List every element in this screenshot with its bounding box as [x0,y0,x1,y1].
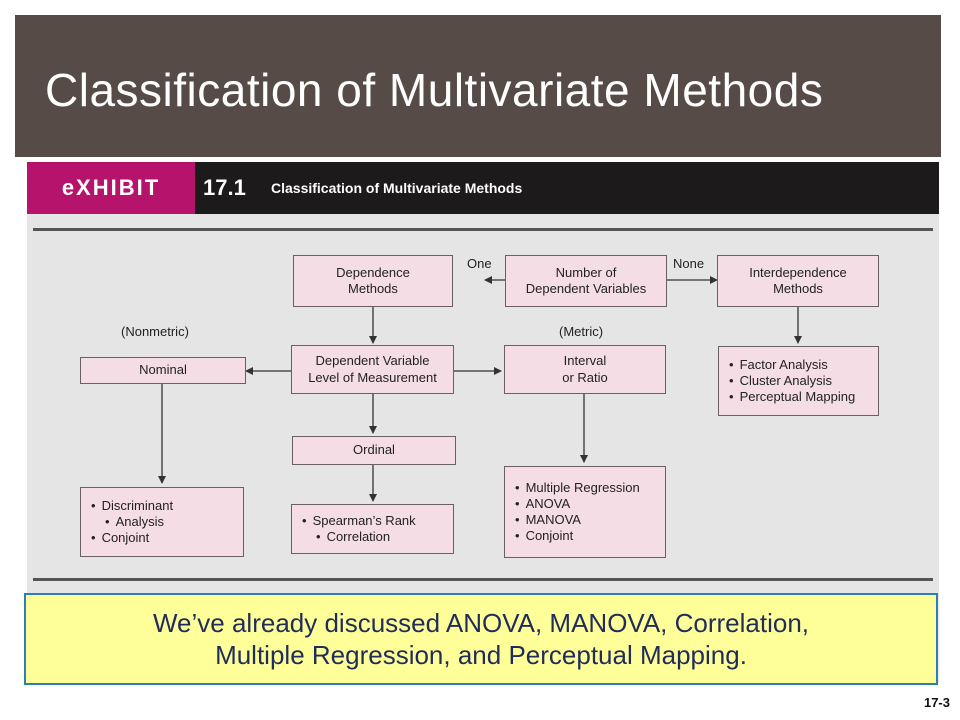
flow-connectors [158,276,802,502]
node-interval-line1: Interval [563,353,607,369]
node-interdependence-line2: Methods [773,281,823,296]
node-interdependence-line1: Interdependence [749,264,847,280]
list-item: Discriminant [91,498,174,514]
list-item: Perceptual Mapping [729,389,856,405]
list-item: Conjoint [515,528,640,544]
node-nominal-techniques: Discriminant Analysis Conjoint [80,487,244,557]
edge-label-one: One [467,256,492,271]
list-item: ANOVA [515,496,640,512]
node-metric-techniques: Multiple Regression ANOVA MANOVA Conjoin… [504,466,666,558]
list-item: Analysis [91,514,173,530]
exhibit-header: eXHIBIT 17.1 Classification of Multivari… [27,162,939,214]
list-item: MANOVA [515,512,640,528]
node-level-line1: Dependent Variable [315,353,430,369]
node-dependence-line1: Dependence [336,264,410,280]
list-item-continuation: Correlation [326,529,391,544]
node-number-line2: Dependent Variables [525,281,647,296]
node-number-line1: Number of [555,264,617,280]
label-nonmetric: (Nonmetric) [121,324,189,339]
list-item: Multiple Regression [515,480,640,496]
node-ordinal-label: Ordinal [353,442,395,458]
list-item: Spearman’s Rank [302,513,416,529]
exhibit-tag: eXHIBIT [27,162,195,214]
list-item: Factor Analysis [729,357,855,373]
node-level-line2: Level of Measurement [308,369,437,385]
divider-top [33,228,933,231]
node-ordinal-techniques: Spearman’s Rank Correlation [291,504,454,554]
exhibit-caption: Classification of Multivariate Methods [271,180,523,196]
list-item: Cluster Analysis [729,373,855,389]
node-ordinal: Ordinal [292,436,456,465]
node-interdependence-techniques: Factor Analysis Cluster Analysis Percept… [718,346,879,416]
callout-line-1: We’ve already discussed ANOVA, MANOVA, C… [152,607,810,638]
callout-banner: We’ve already discussed ANOVA, MANOVA, C… [24,593,938,685]
node-nominal-label: Nominal [139,362,187,378]
node-nominal: Nominal [80,357,246,384]
title-bar: Classification of Multivariate Methods [15,15,941,157]
page-number: 17-3 [923,695,950,710]
node-interval-line2: or Ratio [562,369,608,385]
list-item: Correlation [302,529,416,545]
slide-title: Classification of Multivariate Methods [45,64,824,116]
divider-bottom [33,578,933,581]
label-metric: (Metric) [559,324,604,339]
edge-label-none: None [673,256,705,271]
list-item-continuation: Analysis [115,513,164,529]
exhibit-number: 17.1 [203,175,246,200]
list-item: Conjoint [91,530,173,546]
node-dependence-line2: Methods [348,281,398,296]
callout-line-2: Multiple Regression, and Perceptual Mapp… [215,640,747,670]
